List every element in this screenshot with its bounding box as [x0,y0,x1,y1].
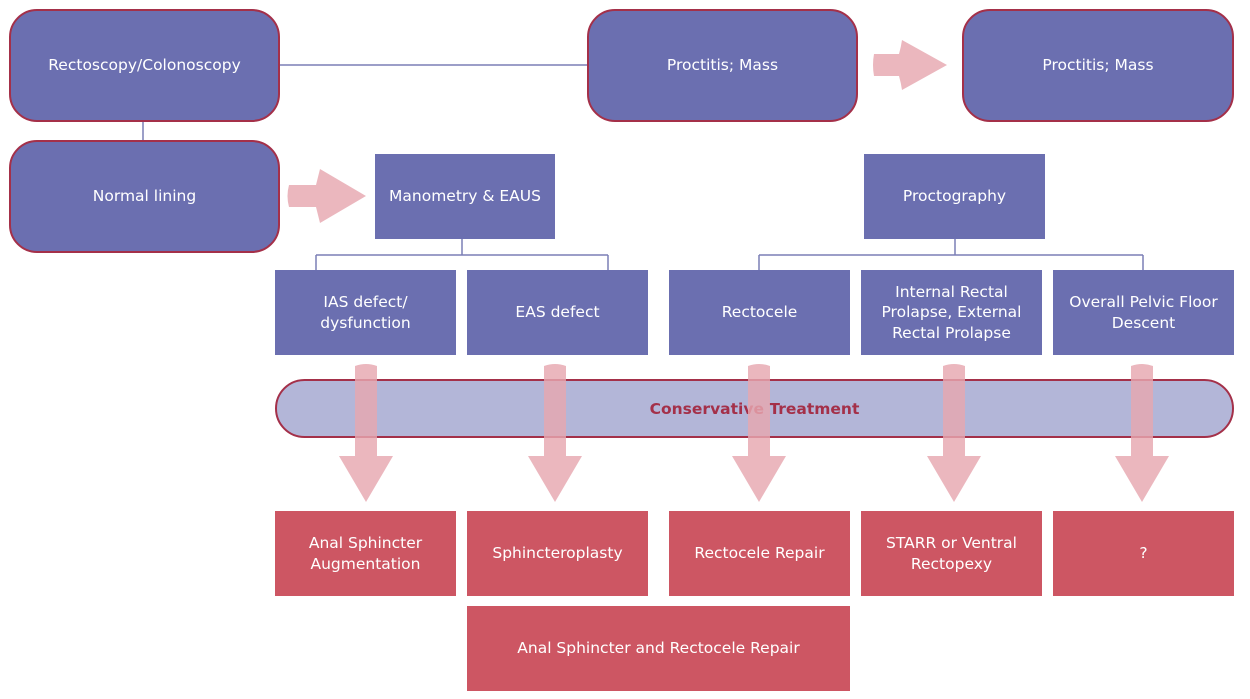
manometry-node: Manometry & EAUS [375,154,555,239]
unknown-outcome-node: ? [1053,511,1234,596]
down-arrow-ias [339,364,393,502]
rectal-prolapse-node: Internal Rectal Prolapse, External Recta… [861,270,1042,355]
normal-lining-node: Normal lining [9,140,280,253]
anal-sphincter-augmentation-label: Anal Sphincter Augmentation [308,534,423,573]
pelvic-floor-descent-label: Overall Pelvic Floor Descent [1069,293,1218,332]
rectocele-repair-label: Rectocele Repair [694,544,825,563]
proctitis-label-1: Proctitis; Mass [666,56,779,75]
proctography-label: Proctography [902,187,1007,206]
anal-sphincter-augmentation-node: Anal Sphincter Augmentation [275,511,456,596]
starr-label: STARR or Ventral Rectopexy [886,534,1017,573]
proctography-node: Proctography [864,154,1045,239]
combined-repair-label: Anal Sphincter and Rectocele Repair [517,639,800,658]
combined-repair-node: Anal Sphincter and Rectocele Repair [467,606,850,691]
manometry-label: Manometry & EAUS [389,187,541,206]
normal-lining-label: Normal lining [92,187,197,206]
unknown-outcome-label: ? [1139,544,1148,563]
sphincteroplasty-node: Sphincteroplasty [467,511,648,596]
rectocele-repair-node: Rectocele Repair [669,511,850,596]
right-arrow-proctitis [873,40,947,90]
right-arrow-manometry [287,169,366,223]
proctitis-node-1: Proctitis; Mass [587,9,858,122]
sphincteroplasty-label: Sphincteroplasty [492,544,623,563]
down-arrow-eas [528,364,582,502]
ias-defect-label: IAS defect/ dysfunction [320,293,411,332]
rectoscopy-label: Rectoscopy/Colonoscopy [48,56,241,75]
proctitis-node-2: Proctitis; Mass [962,9,1234,122]
ias-defect-node: IAS defect/ dysfunction [275,270,456,355]
down-arrow-rectocele [732,364,786,502]
rectocele-node: Rectocele [669,270,850,355]
proctitis-label-2: Proctitis; Mass [1042,56,1154,75]
down-arrow-prolapse [927,364,981,502]
down-arrow-descent [1115,364,1169,502]
starr-node: STARR or Ventral Rectopexy [861,511,1042,596]
pelvic-floor-descent-node: Overall Pelvic Floor Descent [1053,270,1234,355]
eas-defect-label: EAS defect [515,303,600,322]
rectoscopy-node: Rectoscopy/Colonoscopy [9,9,280,122]
eas-defect-node: EAS defect [467,270,648,355]
rectocele-label: Rectocele [721,303,798,322]
rectal-prolapse-label: Internal Rectal Prolapse, External Recta… [881,283,1022,342]
